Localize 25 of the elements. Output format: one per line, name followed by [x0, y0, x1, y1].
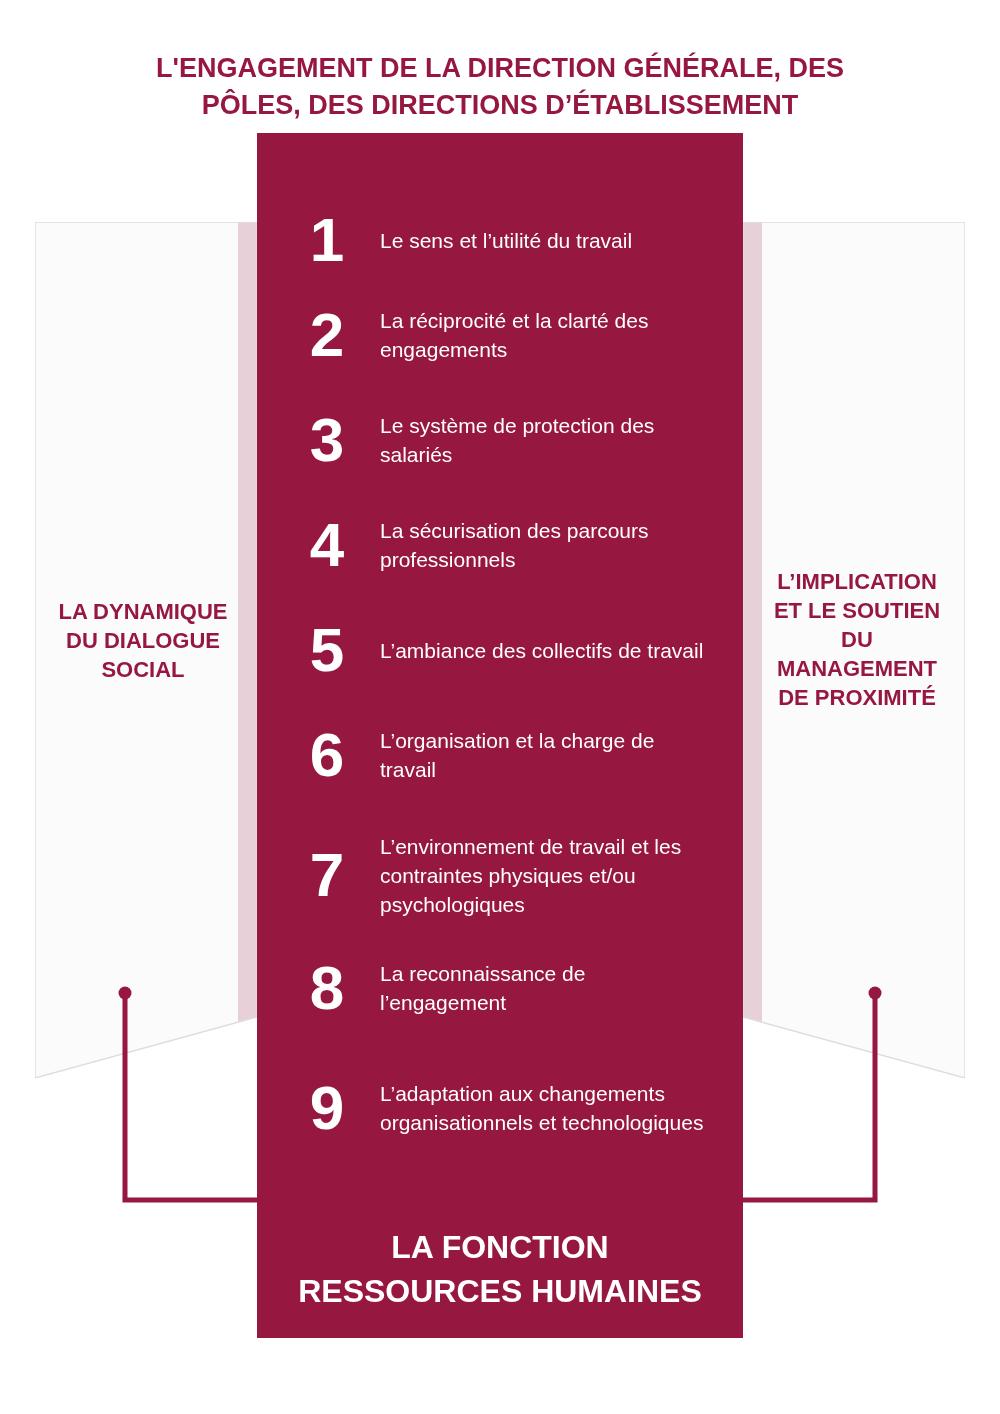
- panel-heading: LA FONCTION RESSOURCES HUMAINES: [297, 1228, 703, 1311]
- item-number: 2: [308, 300, 346, 370]
- item-text: L’environnement de travail et les contraintes physiques et/ou psychologiques: [380, 833, 683, 918]
- item-text: L’adaptation aux changements organisationnels et technologiques: [380, 1081, 705, 1136]
- item-text: La reconnaissance de l’engagement: [380, 961, 587, 1016]
- item-text: L’ambiance des collectifs de travail: [380, 637, 705, 664]
- banner-label: LA DYNAMIQUE DU DIALOGUE SOCIAL: [57, 598, 229, 684]
- item-number: 6: [308, 720, 346, 790]
- item-number: 5: [308, 615, 346, 685]
- banner-label: L’IMPLICATION ET LE SOUTIEN DU MANAGEMENT DE PROXIMITÉ: [772, 568, 942, 712]
- item-number: 8: [308, 953, 346, 1023]
- item-number: 9: [308, 1073, 346, 1143]
- connector-line: [118, 986, 257, 1203]
- item-number: 1: [308, 205, 346, 275]
- connector-line: [743, 986, 882, 1203]
- item-number: 4: [308, 510, 346, 580]
- item-number: 3: [308, 405, 346, 475]
- item-text: Le sens et l’utilité du travail: [380, 227, 634, 254]
- item-text: L’organisation et la charge de travail: [380, 728, 656, 783]
- item-text: La sécurisation des parcours professionnels: [380, 518, 650, 573]
- item-text: La réciprocité et la clarté des engagements: [380, 308, 650, 363]
- column-panel: [257, 133, 743, 1338]
- item-number: 7: [308, 840, 346, 910]
- title: L'ENGAGEMENT DE LA DIRECTION GÉNÉRALE, DES PÔLES, DES DIRECTIONS D’ÉTABLISSEMENT: [155, 51, 845, 122]
- item-text: Le système de protection des salariés: [380, 413, 656, 468]
